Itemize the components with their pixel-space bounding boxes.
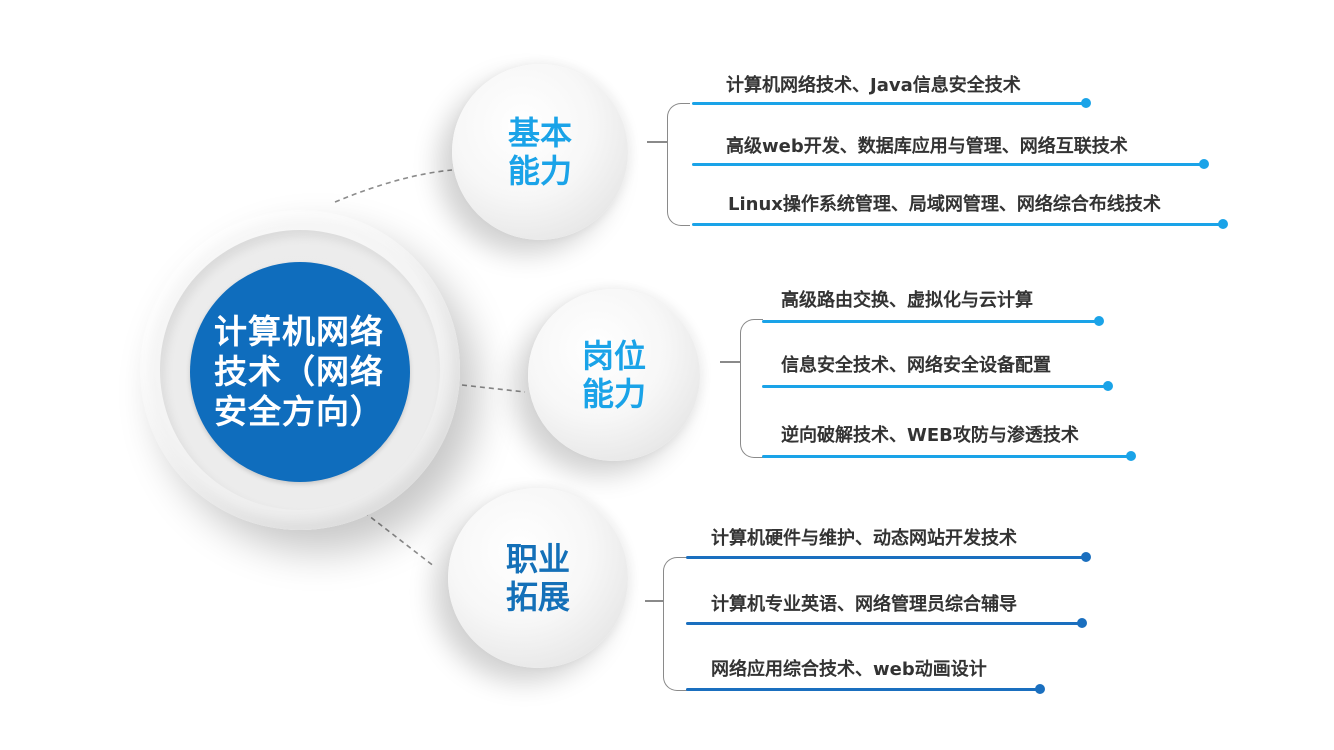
item-dot: [1094, 316, 1104, 326]
center-title-line-1: 计算机网络: [214, 312, 384, 351]
item-underline: [686, 556, 1086, 559]
item-dot: [1035, 684, 1045, 694]
item-dot: [1081, 98, 1091, 108]
branch-item: 计算机网络技术、Java信息安全技术: [726, 75, 1021, 96]
branch-item: 信息安全技术、网络安全设备配置: [781, 355, 1051, 376]
item-dot: [1103, 381, 1113, 391]
item-underline: [762, 385, 1108, 388]
item-underline: [692, 102, 1084, 105]
branch-title-career-expansion: 职业 拓展: [498, 540, 578, 616]
branch-item: Linux操作系统管理、局域网管理、网络综合布线技术: [728, 194, 1161, 215]
branch-title-job-ability: 岗位 能力: [574, 337, 654, 413]
bracket: [667, 103, 690, 226]
item-dot: [1077, 618, 1087, 628]
center-title-line-2: 技术（网络: [214, 352, 384, 391]
branch-title-basic-ability: 基本 能力: [500, 114, 580, 190]
item-underline: [692, 163, 1204, 166]
branch-node-career-expansion: 职业 拓展: [448, 488, 628, 668]
branch-title-line: 拓展: [505, 578, 570, 616]
branch-item: 高级路由交换、虚拟化与云计算: [781, 290, 1033, 311]
branch-item: 计算机硬件与维护、动态网站开发技术: [711, 528, 1017, 549]
center-title-line-3: 安全方向）: [214, 392, 384, 431]
item-underline: [686, 688, 1040, 691]
branch-title-line: 能力: [581, 375, 646, 413]
bracket-stub: [647, 141, 667, 143]
branch-title-line: 职业: [505, 540, 570, 578]
bracket-stub: [645, 600, 663, 602]
bracket: [740, 319, 763, 458]
item-dot: [1199, 159, 1209, 169]
center-node: 计算机网络 技术（网络 安全方向）: [140, 210, 460, 530]
branch-title-line: 岗位: [581, 337, 646, 375]
item-dot: [1126, 451, 1136, 461]
branch-title-line: 能力: [507, 152, 572, 190]
item-underline: [686, 622, 1082, 625]
bracket-stub: [720, 361, 740, 363]
center-title: 计算机网络 技术（网络 安全方向）: [214, 312, 386, 432]
item-dot: [1081, 552, 1091, 562]
branch-item: 计算机专业英语、网络管理员综合辅导: [711, 594, 1017, 615]
item-underline: [762, 455, 1130, 458]
branch-title-line: 基本: [507, 114, 572, 152]
branch-item: 高级web开发、数据库应用与管理、网络互联技术: [726, 136, 1128, 157]
item-dot: [1218, 219, 1228, 229]
center-node-core: 计算机网络 技术（网络 安全方向）: [190, 262, 410, 482]
branch-item: 逆向破解技术、WEB攻防与渗透技术: [781, 425, 1079, 446]
branch-node-job-ability: 岗位 能力: [528, 289, 700, 461]
bracket: [663, 557, 688, 691]
branch-item: 网络应用综合技术、web动画设计: [711, 659, 987, 680]
branch-node-basic-ability: 基本 能力: [452, 64, 628, 240]
item-underline: [692, 223, 1222, 226]
item-underline: [762, 320, 1098, 323]
